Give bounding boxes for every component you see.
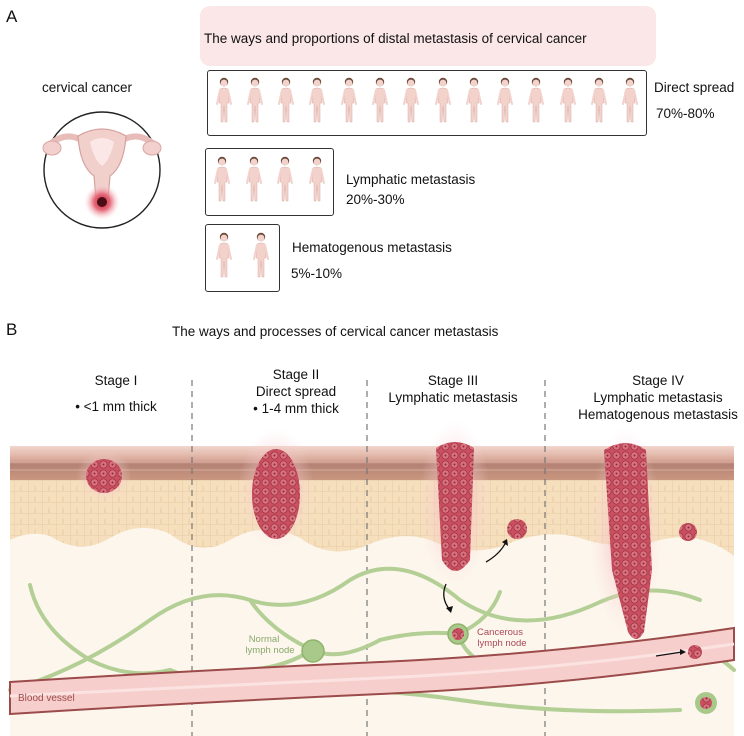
stage-1-name: Stage I [94, 373, 138, 388]
direct-spread-label: Direct spread [654, 80, 735, 95]
cervical-cancer-label: cervical cancer [42, 80, 133, 95]
person-figure [276, 76, 296, 131]
person-figure [275, 155, 295, 210]
panel-a-title: The ways and proportions of distal metas… [204, 31, 587, 46]
stage-2-header: Stage II Direct spread • 1-4 mm thick [236, 366, 356, 417]
person-figure [526, 76, 546, 131]
person-figure [620, 76, 640, 131]
stage-2-name: Stage II [272, 367, 320, 382]
lymphatic-range: 20%-30% [346, 192, 405, 207]
direct-spread-range: 70%-80% [656, 106, 715, 121]
person-figure [307, 155, 327, 210]
person-figure [558, 76, 578, 131]
person-figure [589, 76, 609, 131]
lymphatic-box [205, 148, 334, 216]
normal-node-label-1: Normal [249, 634, 280, 645]
hematogenous-label: Hematogenous metastasis [292, 240, 452, 255]
person-figure [214, 76, 234, 131]
panel-a-letter: A [6, 7, 18, 26]
stage-2-thickness: • 1-4 mm thick [253, 401, 339, 416]
person-figure [251, 231, 271, 286]
panel-b-title: The ways and processes of cervical cance… [172, 324, 499, 339]
person-figure [214, 231, 234, 286]
stage-4-route-2: Hematogenous metastasis [578, 407, 738, 422]
person-figure [339, 76, 359, 131]
stage-3-route: Lymphatic metastasis [388, 390, 518, 405]
normal-node-label-2: lymph node [245, 645, 294, 656]
stage-4-route-1: Lymphatic metastasis [593, 390, 723, 405]
stage-4-header: Stage IV Lymphatic metastasis Hematogeno… [568, 372, 744, 423]
hematogenous-figures [206, 225, 279, 291]
person-figure [401, 76, 421, 131]
hematogenous-box [205, 224, 280, 292]
metastasis-tissue-illustration: Normal lymph node Cancerous lymph node B… [8, 380, 736, 736]
stage-3-header: Stage III Lymphatic metastasis [378, 372, 528, 406]
person-figure [464, 76, 484, 131]
blood-vessel-label: Blood vessel [18, 693, 75, 704]
stage-3-name: Stage III [427, 373, 479, 388]
stage-4-name: Stage IV [632, 373, 684, 388]
stage-1-header: Stage I • <1 mm thick [56, 372, 176, 415]
direct-spread-figures [208, 71, 646, 135]
direct-spread-box [207, 70, 647, 136]
stage-1-thickness: • <1 mm thick [75, 399, 157, 414]
person-figure [307, 76, 327, 131]
panel-b-letter: B [6, 320, 18, 339]
person-figure [370, 76, 390, 131]
person-figure [495, 76, 515, 131]
stage-2-route: Direct spread [255, 384, 337, 399]
lymphatic-figures [206, 149, 333, 215]
lymphatic-label: Lymphatic metastasis [346, 172, 476, 187]
hematogenous-range: 5%-10% [291, 266, 343, 281]
person-figure [244, 155, 264, 210]
uterus-illustration [42, 111, 162, 229]
person-figure [433, 76, 453, 131]
panel-a-title-box [200, 6, 656, 66]
cancer-node-label-1: Cancerous [477, 627, 523, 638]
person-figure [212, 155, 232, 210]
person-figure [245, 76, 265, 131]
cancer-node-label-2: lymph node [477, 638, 526, 649]
